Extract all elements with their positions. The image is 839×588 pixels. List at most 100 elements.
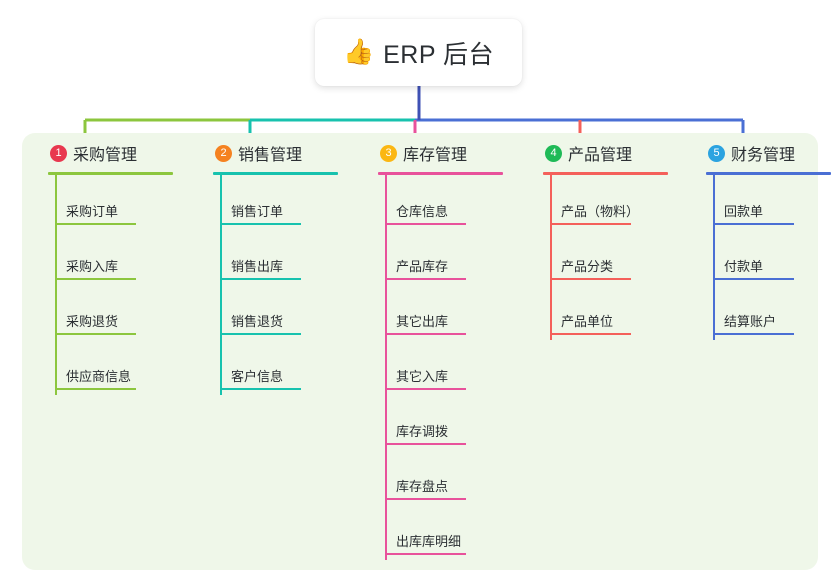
leaf-item[interactable]: 回款单 — [694, 175, 839, 230]
leaf-rule — [385, 498, 466, 500]
column-title: 产品管理 — [568, 147, 633, 164]
leaf-label: 其它入库 — [396, 369, 449, 384]
leaf-label: 仓库信息 — [396, 204, 449, 219]
leaf-spine — [385, 175, 387, 560]
leaf-item[interactable]: 库存盘点 — [366, 450, 516, 505]
leaf-rule — [385, 223, 466, 225]
leaf-rule — [385, 553, 466, 555]
leaf-label: 库存盘点 — [396, 479, 449, 494]
leaf-label: 产品库存 — [396, 259, 449, 274]
leaf-list: 采购订单采购入库采购退货供应商信息 — [36, 175, 186, 395]
leaf-list: 仓库信息产品库存其它出库其它入库库存调拨库存盘点出库库明细 — [366, 175, 516, 560]
page-title: ERP 后台 — [383, 40, 495, 69]
leaf-spine — [220, 175, 222, 395]
leaf-label: 出库库明细 — [396, 534, 462, 549]
leaf-spine — [550, 175, 552, 340]
leaf-item[interactable]: 出库库明细 — [366, 505, 516, 560]
leaf-item[interactable]: 销售出库 — [201, 230, 351, 285]
leaf-item[interactable]: 其它出库 — [366, 285, 516, 340]
leaf-item[interactable]: 库存调拨 — [366, 395, 516, 450]
thumbs-up-icon: 👍 — [342, 38, 375, 66]
leaf-rule — [220, 223, 301, 225]
leaf-item[interactable]: 采购入库 — [36, 230, 186, 285]
column-header-rule — [706, 172, 831, 175]
leaf-rule — [550, 278, 631, 280]
leaf-item[interactable]: 采购订单 — [36, 175, 186, 230]
leaf-item[interactable]: 产品单位 — [531, 285, 681, 340]
leaf-item[interactable]: 产品分类 — [531, 230, 681, 285]
leaf-list: 产品（物料） 产品分类产品单位 — [531, 175, 681, 340]
leaf-rule — [550, 333, 631, 335]
leaf-label: 采购订单 — [66, 204, 119, 219]
leaf-rule — [220, 388, 301, 390]
leaf-label: 客户信息 — [231, 369, 284, 384]
column-1: 1 采购管理采购订单采购入库采购退货供应商信息 — [36, 140, 186, 395]
leaf-label: 产品（物料） — [561, 204, 640, 219]
column-3: 3 库存管理仓库信息产品库存其它出库其它入库库存调拨库存盘点出库库明细 — [366, 140, 516, 560]
column-badge: 5 — [708, 144, 725, 162]
column-4: 4 产品管理产品（物料） 产品分类产品单位 — [531, 140, 681, 340]
leaf-spine — [55, 175, 57, 395]
leaf-item[interactable]: 结算账户 — [694, 285, 839, 340]
leaf-label: 采购入库 — [66, 259, 119, 274]
leaf-label: 采购退货 — [66, 314, 119, 329]
column-header-rule — [213, 172, 338, 175]
column-badge: 3 — [380, 144, 397, 162]
column-title: 销售管理 — [238, 147, 303, 164]
leaf-spine — [713, 175, 715, 340]
diagram-panel — [22, 133, 818, 570]
leaf-rule — [713, 333, 794, 335]
leaf-label: 付款单 — [724, 259, 764, 274]
leaf-item[interactable]: 其它入库 — [366, 340, 516, 395]
leaf-rule — [55, 223, 136, 225]
leaf-label: 回款单 — [724, 204, 764, 219]
leaf-label: 其它出库 — [396, 314, 449, 329]
leaf-label: 供应商信息 — [66, 369, 132, 384]
leaf-label: 销售退货 — [231, 314, 284, 329]
leaf-rule — [385, 333, 466, 335]
column-title: 采购管理 — [73, 147, 138, 164]
leaf-item[interactable]: 客户信息 — [201, 340, 351, 395]
leaf-label: 产品单位 — [561, 314, 614, 329]
leaf-item[interactable]: 产品库存 — [366, 230, 516, 285]
leaf-rule — [55, 278, 136, 280]
leaf-rule — [55, 388, 136, 390]
leaf-rule — [385, 388, 466, 390]
leaf-label: 结算账户 — [724, 314, 777, 329]
leaf-rule — [713, 223, 794, 225]
leaf-item[interactable]: 产品（物料） — [531, 175, 681, 230]
leaf-list: 回款单付款单结算账户 — [694, 175, 839, 340]
leaf-rule — [55, 333, 136, 335]
column-header-5[interactable]: 5 财务管理 — [694, 140, 839, 166]
leaf-rule — [220, 278, 301, 280]
leaf-item[interactable]: 付款单 — [694, 230, 839, 285]
leaf-label: 库存调拨 — [396, 424, 449, 439]
leaf-label: 销售订单 — [231, 204, 284, 219]
leaf-item[interactable]: 供应商信息 — [36, 340, 186, 395]
leaf-list: 销售订单销售出库销售退货客户信息 — [201, 175, 351, 395]
leaf-item[interactable]: 销售退货 — [201, 285, 351, 340]
column-header-1[interactable]: 1 采购管理 — [36, 140, 186, 166]
column-5: 5 财务管理回款单付款单结算账户 — [694, 140, 839, 340]
leaf-rule — [550, 223, 631, 225]
leaf-label: 销售出库 — [231, 259, 284, 274]
leaf-item[interactable]: 销售订单 — [201, 175, 351, 230]
column-title: 财务管理 — [731, 147, 796, 164]
root-title-card[interactable]: 👍 ERP 后台 — [315, 19, 522, 86]
column-header-3[interactable]: 3 库存管理 — [366, 140, 516, 166]
leaf-rule — [220, 333, 301, 335]
column-header-rule — [48, 172, 173, 175]
column-header-rule — [378, 172, 503, 175]
column-title: 库存管理 — [403, 147, 468, 164]
column-header-rule — [543, 172, 668, 175]
column-header-4[interactable]: 4 产品管理 — [531, 140, 681, 166]
leaf-item[interactable]: 仓库信息 — [366, 175, 516, 230]
column-badge: 4 — [545, 144, 562, 162]
leaf-label: 产品分类 — [561, 259, 614, 274]
leaf-item[interactable]: 采购退货 — [36, 285, 186, 340]
leaf-rule — [713, 278, 794, 280]
leaf-rule — [385, 278, 466, 280]
column-badge: 1 — [50, 144, 67, 162]
